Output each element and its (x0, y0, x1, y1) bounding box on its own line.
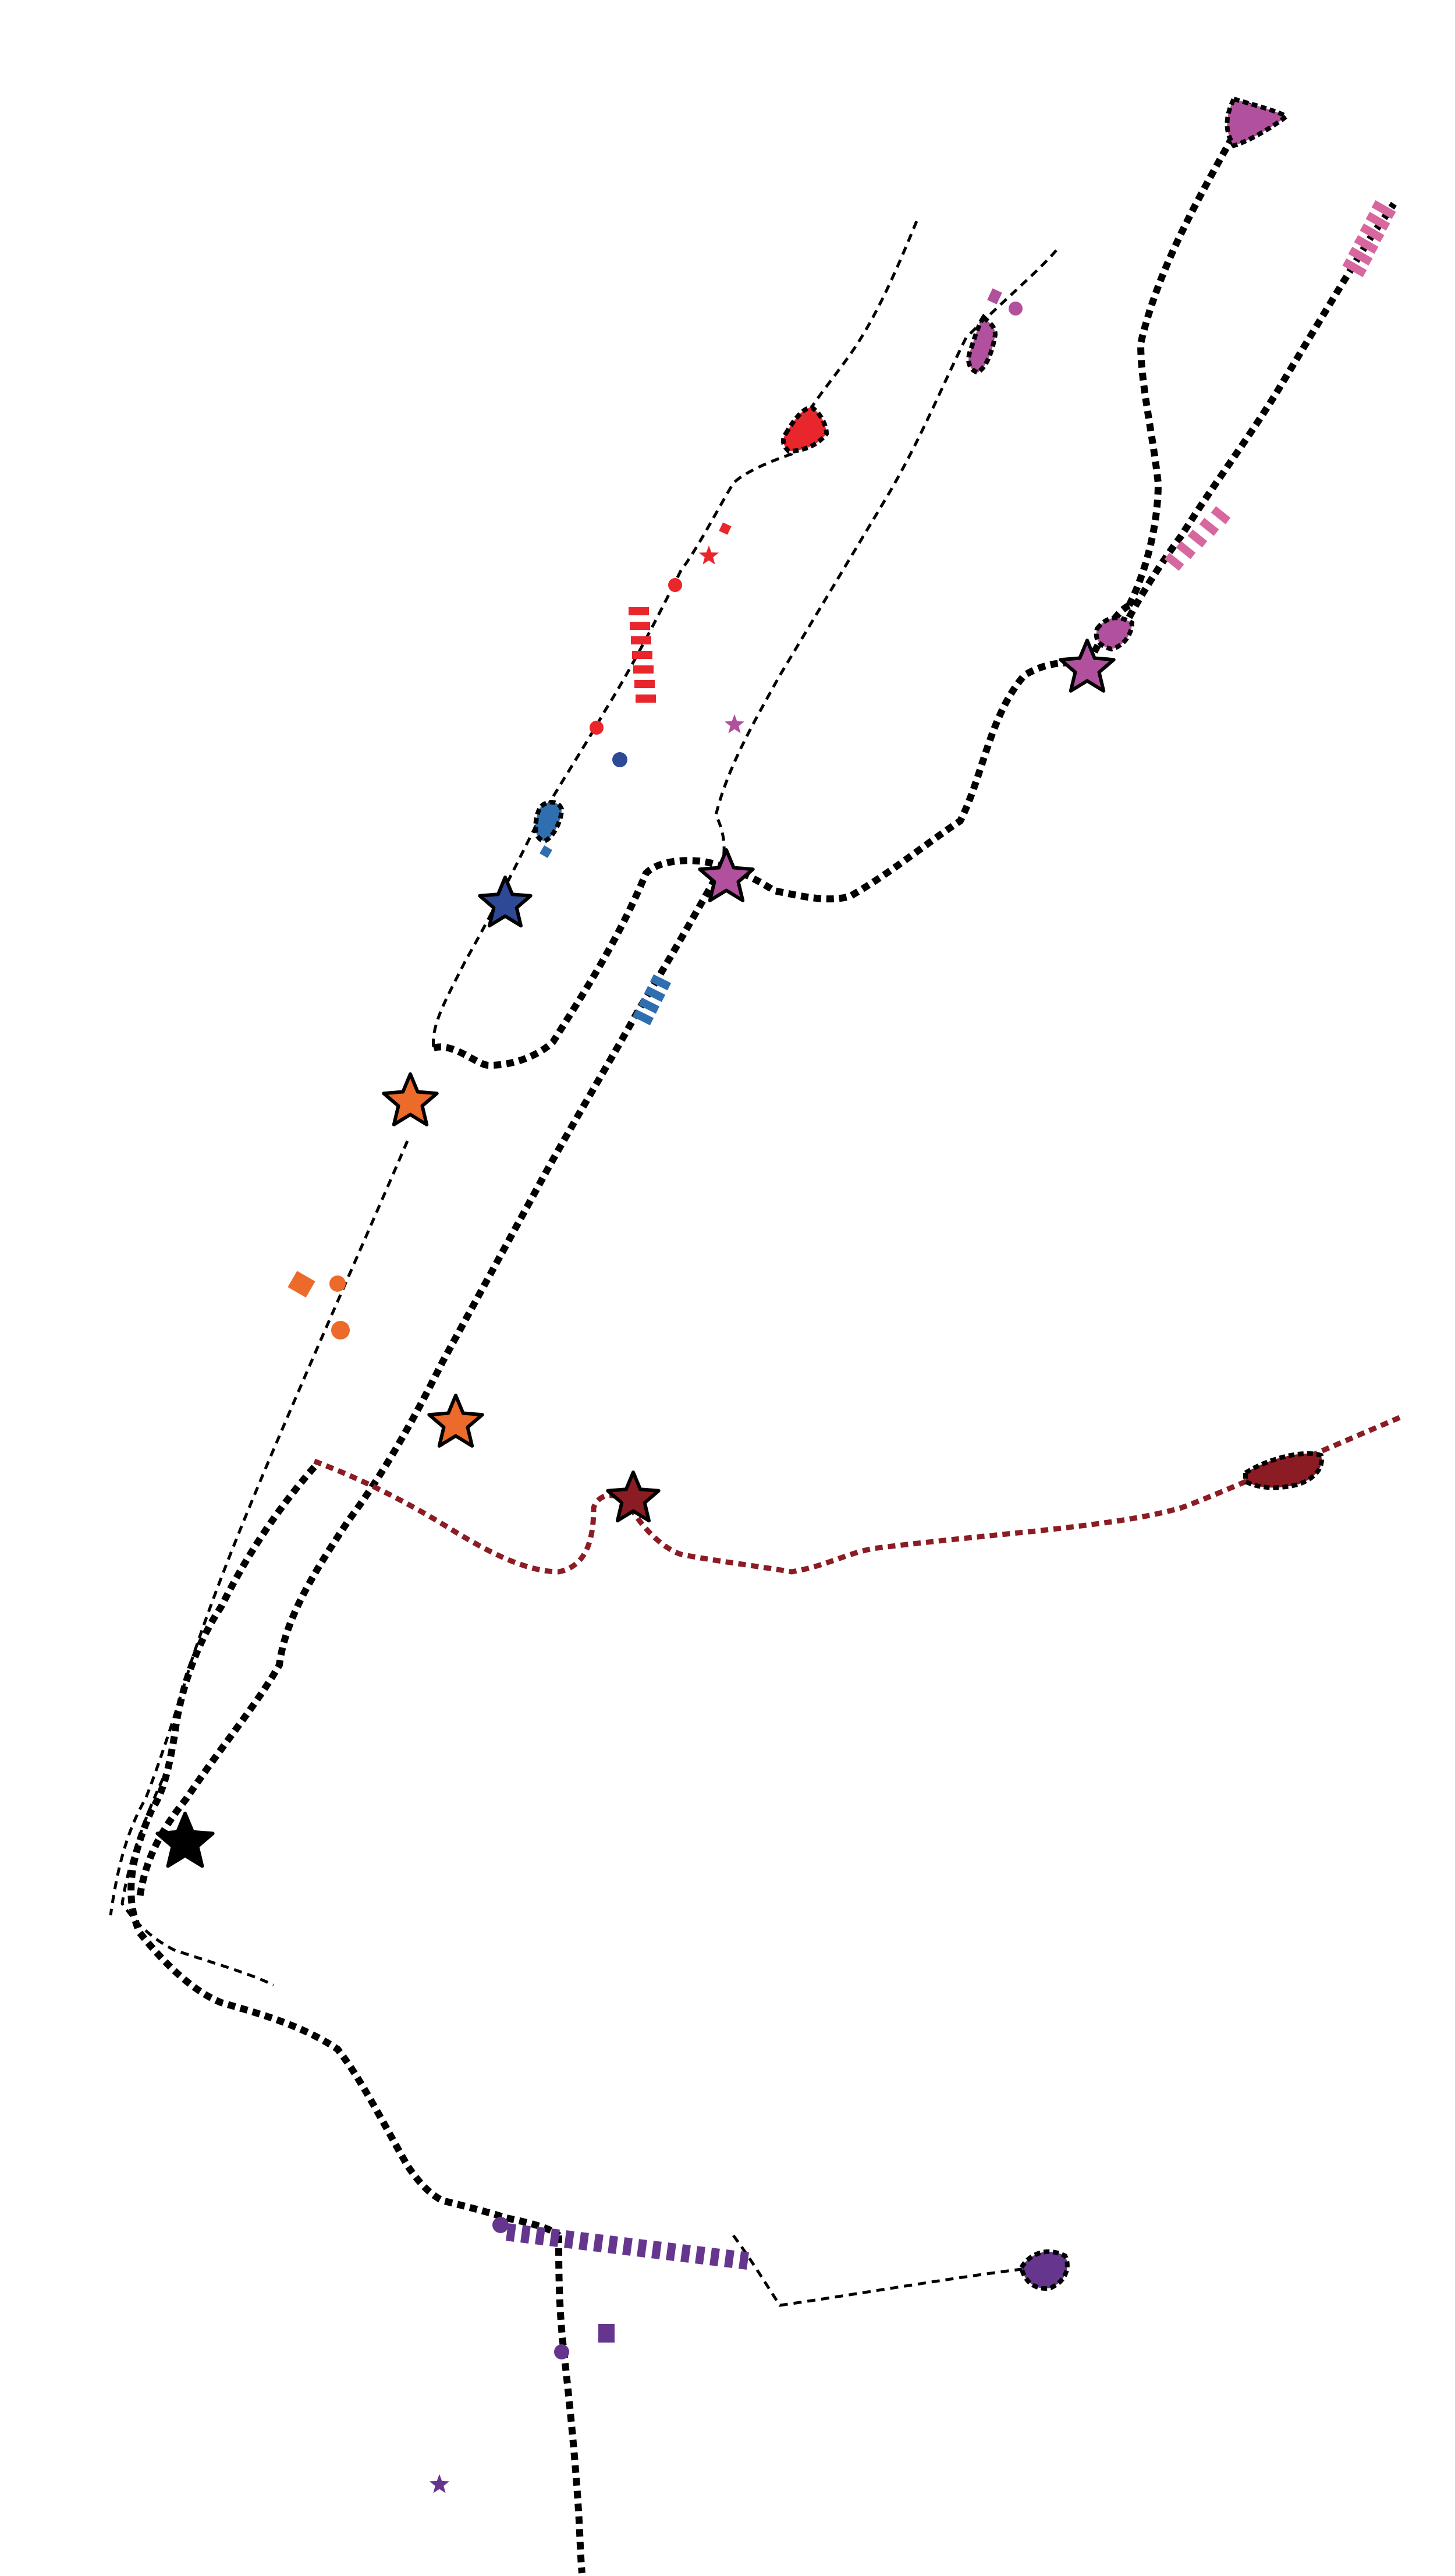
large-stars (155, 639, 1116, 1868)
blob-icon (1018, 2249, 1070, 2291)
star-icon (724, 714, 745, 734)
circle-icon (329, 1275, 346, 1292)
route-south (555, 2235, 585, 2574)
ticks-icon (632, 974, 672, 1026)
tick-clusters (506, 200, 1396, 2270)
square-icon (288, 1271, 315, 1298)
square-icon (540, 845, 552, 858)
blob-icon (1094, 615, 1135, 652)
star-icon (698, 848, 755, 902)
blob-icon (533, 800, 565, 844)
circle-icon (612, 752, 627, 767)
ticks-icon (1342, 200, 1396, 278)
circle-icon (492, 2217, 509, 2233)
star-icon (606, 1471, 661, 1523)
star-icon (698, 545, 719, 565)
route-ne-north (1126, 97, 1255, 607)
star-icon (429, 2474, 450, 2493)
star-icon (155, 1812, 215, 1868)
circle-icon (554, 2344, 569, 2359)
outlined-blobs (533, 96, 1324, 2291)
star-icon (1059, 639, 1116, 693)
route-southwest (127, 1465, 562, 2238)
thin-routes (109, 221, 1057, 2307)
square-icon (719, 522, 732, 535)
circle-icon (590, 721, 604, 735)
blob-icon (1225, 96, 1290, 148)
small-markers (288, 288, 1023, 2493)
square-icon (987, 288, 1002, 304)
ticks-icon (1164, 506, 1231, 571)
thick-routes (127, 97, 1397, 2574)
ticks-icon (506, 2223, 749, 2270)
star-icon (427, 1394, 484, 1448)
ticks-icon (629, 607, 656, 703)
circle-icon (668, 578, 682, 592)
route-purple-east (732, 2234, 1037, 2307)
route-central-trunk (136, 866, 725, 1898)
blob-icon (780, 405, 829, 454)
square-icon (598, 2324, 615, 2343)
route-dark-red (313, 1415, 1401, 1575)
circle-icon (1009, 302, 1023, 316)
star-icon (382, 1072, 439, 1126)
blob-icon (1243, 1451, 1324, 1490)
star-icon (478, 876, 533, 928)
route-red-branch (431, 221, 918, 1048)
circle-icon (331, 1321, 350, 1340)
route-upper-loop (432, 602, 1131, 1069)
route-pink-branch (714, 249, 1057, 868)
blob-icon (966, 313, 998, 375)
